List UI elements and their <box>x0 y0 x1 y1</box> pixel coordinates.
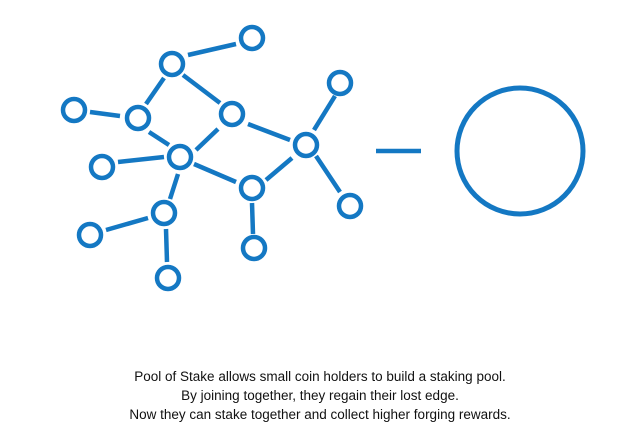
node <box>166 143 194 171</box>
caption-line-2: By joining together, they regain their l… <box>181 388 459 403</box>
edge <box>264 156 294 182</box>
node <box>240 234 268 262</box>
node <box>124 104 152 132</box>
caption-line-1: Pool of Stake allows small coin holders … <box>134 369 506 384</box>
edge <box>167 173 181 200</box>
caption: Pool of Stake allows small coin holders … <box>0 367 640 424</box>
staking-pool-circle <box>454 85 586 217</box>
node <box>76 221 104 249</box>
node <box>292 131 320 159</box>
edge <box>193 161 237 185</box>
node <box>158 50 186 78</box>
edge <box>314 154 342 194</box>
network-nodes <box>60 24 364 292</box>
edge <box>89 109 121 119</box>
node <box>218 100 246 128</box>
caption-line-3: Now they can stake together and collect … <box>129 407 511 422</box>
node <box>336 192 364 220</box>
node <box>238 174 266 202</box>
edge <box>181 73 222 105</box>
node <box>326 69 354 97</box>
edge <box>194 127 220 152</box>
edge <box>147 130 171 147</box>
edge <box>105 215 149 233</box>
network-diagram <box>60 24 586 292</box>
network-edges <box>89 41 421 263</box>
edge <box>312 94 337 132</box>
edge <box>117 154 165 165</box>
node <box>238 24 266 52</box>
edge <box>249 202 256 235</box>
node <box>88 153 116 181</box>
edge <box>144 76 166 106</box>
edge <box>187 41 237 58</box>
node <box>154 264 182 292</box>
edge <box>163 228 170 263</box>
node <box>150 199 178 227</box>
node <box>60 96 88 124</box>
edge <box>247 121 291 143</box>
